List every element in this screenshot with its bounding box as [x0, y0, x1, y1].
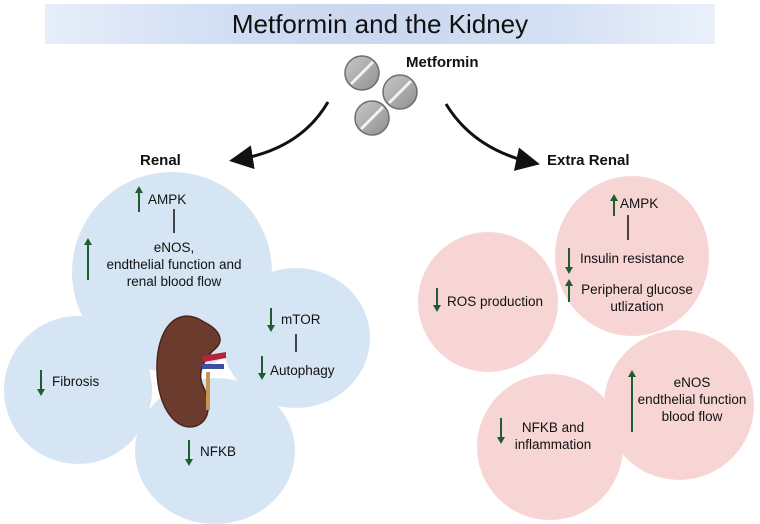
- extra-ampk-circle: [555, 176, 709, 336]
- page-title: Metformin and the Kidney: [231, 8, 529, 39]
- extra-insulin-label: Insulin resistance: [580, 251, 685, 266]
- title-banner: Metformin and the Kidney: [45, 4, 715, 44]
- extra-glucose-label: Peripheral glucose utlization: [572, 281, 702, 315]
- up-arrow-icon: [565, 279, 573, 302]
- up-arrow-icon: [84, 238, 92, 280]
- renal-enos-label: eNOS, endthelial function and renal bloo…: [92, 239, 256, 290]
- up-arrow-icon: [610, 194, 618, 216]
- pill-icon: [354, 100, 390, 136]
- arrow-to-extra-renal-icon: [444, 103, 540, 171]
- extra-glucose-line: utlization: [610, 299, 664, 314]
- up-arrow-icon: [135, 186, 143, 212]
- extra-enos-label: eNOS endthelial function blood flow: [634, 374, 750, 425]
- extra-enos-circle: [604, 330, 754, 480]
- extra-ros-circle: [418, 232, 558, 372]
- renal-mtor-label: mTOR: [281, 312, 321, 327]
- renal-enos-line: eNOS,: [153, 240, 195, 255]
- renal-fibrosis-circle: [4, 316, 152, 464]
- down-arrow-icon: [185, 440, 193, 466]
- renal-ampk-label: AMPK: [148, 192, 187, 207]
- up-arrow-icon: [628, 370, 636, 432]
- extra-glucose-line: Peripheral glucose: [581, 282, 693, 297]
- extra-enos-line: eNOS: [673, 375, 711, 390]
- extra-enos-line: endthelial function: [637, 392, 747, 407]
- extra-nfkb-line: NFKB and: [521, 420, 585, 435]
- down-arrow-icon: [565, 248, 573, 274]
- extra-renal-header: Extra Renal: [547, 152, 630, 169]
- pill-icon: [382, 74, 418, 110]
- down-arrow-icon: [37, 370, 45, 396]
- extra-ampk-label: AMPK: [620, 196, 659, 211]
- down-arrow-icon: [433, 288, 441, 312]
- arrow-to-renal-icon: [229, 101, 330, 170]
- extra-ros-label: ROS production: [447, 294, 544, 309]
- drug-label: Metformin: [406, 54, 479, 71]
- renal-enos-line: renal blood flow: [126, 274, 222, 289]
- extra-nfkb-label: NFKB and inflammation: [508, 419, 598, 453]
- renal-header: Renal: [140, 152, 181, 169]
- extra-enos-line: blood flow: [661, 409, 723, 424]
- pill-icon: [344, 55, 380, 91]
- renal-fibrosis-label: Fibrosis: [52, 374, 100, 389]
- extra-nfkb-circle: [477, 374, 623, 520]
- kidney-icon: [156, 315, 226, 428]
- renal-nfkb-circle: [135, 378, 295, 524]
- extra-nfkb-line: inflammation: [514, 437, 592, 452]
- down-arrow-icon: [497, 418, 505, 444]
- down-arrow-icon: [267, 308, 275, 332]
- down-arrow-icon: [258, 356, 266, 380]
- renal-autophagy-label: Autophagy: [270, 363, 335, 378]
- renal-enos-line: endthelial function and: [106, 257, 242, 272]
- renal-nfkb-label: NFKB: [200, 444, 237, 459]
